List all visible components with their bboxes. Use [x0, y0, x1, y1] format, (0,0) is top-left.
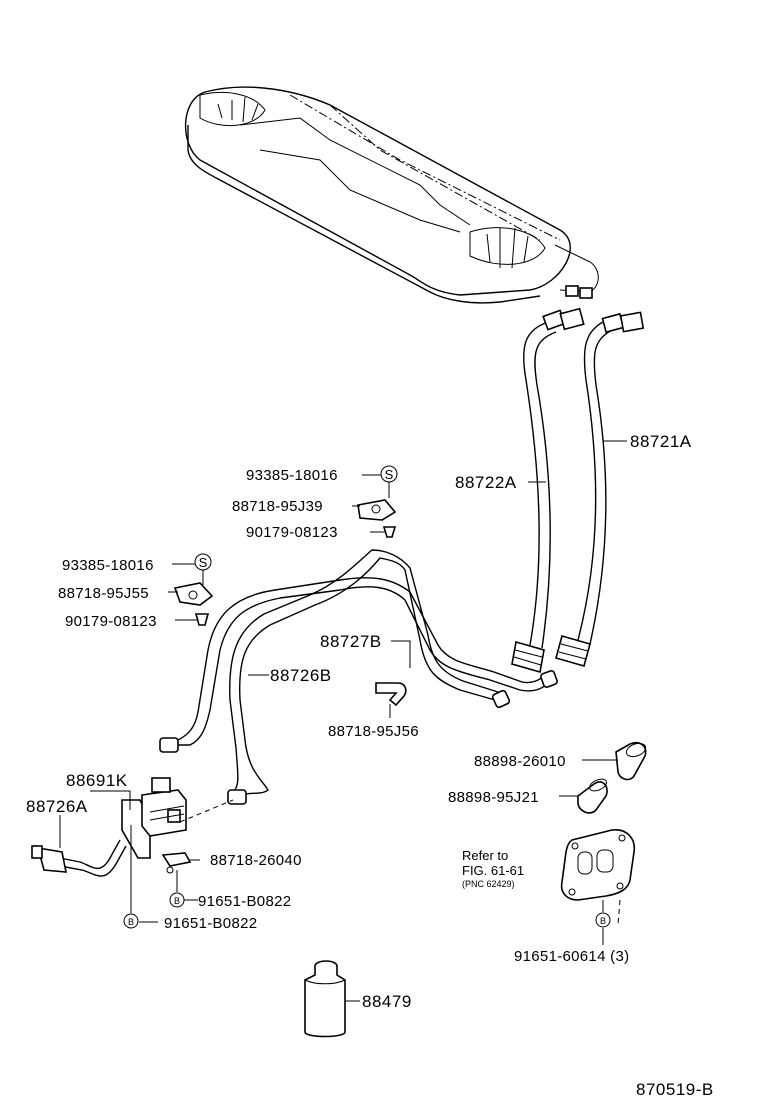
label-88727B: 88727B [320, 632, 382, 651]
label-91651-60614: 91651-60614 (3) [514, 948, 629, 965]
label-91651-B0822-b: 91651-B0822 [164, 915, 257, 932]
label-93385-18016-top: 93385-18016 [246, 467, 338, 484]
label-88718-26040: 88718-26040 [210, 852, 302, 869]
label-88898-95J21: 88898-95J21 [448, 789, 539, 806]
symbol-s-top: S [385, 467, 394, 482]
leader-lines: B B B [59, 440, 627, 1002]
receiver-88691K [121, 777, 192, 874]
clamp-88718-95J55: S [173, 553, 214, 626]
hose-88722A [511, 307, 585, 674]
symbol-b-2: B [128, 917, 134, 927]
symbol-s-mid: S [199, 555, 208, 570]
label-88726B: 88726B [270, 666, 332, 685]
label-88718-95J56: 88718-95J56 [328, 723, 419, 740]
cooling-unit-assembly [184, 86, 599, 304]
cap-88898-26010 [615, 741, 647, 781]
label-88721A: 88721A [630, 432, 692, 451]
symbol-b-1: B [174, 896, 180, 906]
label-90179-08123-mid: 90179-08123 [65, 613, 157, 630]
label-91651-B0822-a: 91651-B0822 [198, 893, 291, 910]
label-88691K: 88691K [66, 771, 128, 790]
bottle-88479 [304, 960, 346, 1038]
reference-line-2: FIG. 61-61 [462, 863, 524, 878]
label-90179-08123-top: 90179-08123 [246, 524, 338, 541]
pipe-88726A [31, 839, 127, 877]
cap-88898-95J21 [577, 778, 608, 814]
label-88718-95J55: 88718-95J55 [58, 585, 149, 602]
clamp-88718-95J56 [375, 682, 407, 707]
label-88479: 88479 [362, 992, 412, 1011]
reference-line-1: Refer to [462, 848, 508, 863]
label-88722A: 88722A [455, 473, 517, 492]
label-93385-18016-mid: 93385-18016 [62, 557, 154, 574]
clamp-88718-95J39: S [357, 465, 398, 538]
reference-line-3: (PNC 62429) [462, 879, 515, 889]
hose-88721A [555, 311, 645, 667]
symbol-b-3: B [600, 916, 606, 926]
pipe-88726B [227, 549, 511, 805]
drawing-number: 870519-B [636, 1080, 714, 1099]
label-88898-26010: 88898-26010 [474, 753, 566, 770]
label-88726A: 88726A [26, 797, 88, 816]
pipe-88727B [159, 577, 558, 753]
label-88718-95J39: 88718-95J39 [232, 498, 323, 515]
gasket-plate [560, 829, 636, 901]
callout-labels: 93385-18016 88718-95J39 90179-08123 8872… [26, 432, 714, 1099]
